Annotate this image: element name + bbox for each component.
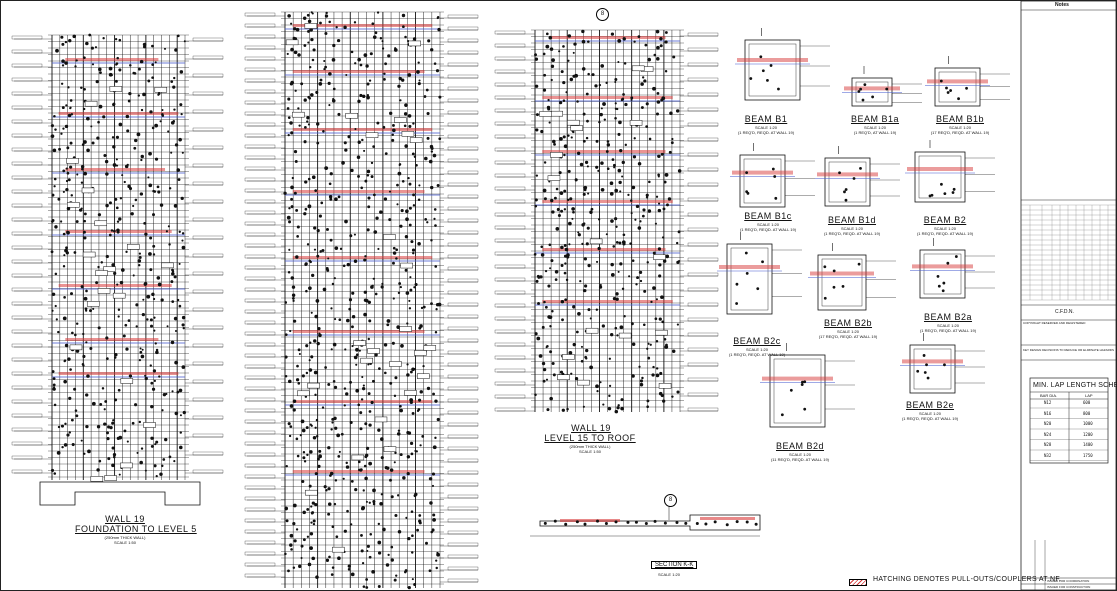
- beam-b2-note: (1 REQ'D, REQD. AT WALL 19): [916, 231, 974, 236]
- section-scale: SCALE 1:20: [657, 572, 680, 577]
- beam-b1a-note: (1 REQ'D, AT WALL 19): [853, 130, 897, 135]
- beam-b1d-scale: SCALE 1:20: [840, 226, 863, 231]
- lap-header-lap: LAP: [1085, 393, 1093, 398]
- wall-19-a-scale: SCALE 1:50: [113, 540, 136, 545]
- wall-19-middle-elevation: [244, 11, 479, 590]
- grid-marker-top: 8: [596, 8, 609, 21]
- title-block-copyright: COPYRIGHT RESERVED AND REGISTERED: [1023, 321, 1086, 325]
- section-title: SECTION K-K: [651, 561, 698, 569]
- wall-19-a-note: (250mm THICK WALL): [104, 535, 146, 540]
- beam-b2e-scale: SCALE 1:20: [918, 411, 941, 416]
- beam-b1a-title: BEAM B1a: [850, 114, 900, 124]
- beam-b2b-title: BEAM B2b: [823, 318, 873, 328]
- beam-b2b-scale: SCALE 1:20: [836, 329, 859, 334]
- lap-row-bar: N24: [1044, 431, 1052, 437]
- beam-b1b-title: BEAM B1b: [935, 114, 985, 124]
- lap-header-bar-dia: BAR DIA.: [1040, 393, 1058, 398]
- beam-b1-scale: SCALE 1:20: [754, 125, 777, 130]
- lap-schedule-title: MIN. LAP LENGTH SCHEDULE: [1033, 382, 1117, 389]
- wall-19-upper-elevation: [494, 29, 719, 414]
- beam-b1d-title: BEAM B1d: [827, 215, 877, 225]
- wall-19-foundation-elevation: [11, 33, 224, 506]
- lap-row-bar: N16: [1044, 410, 1052, 416]
- beam-b1b-scale: SCALE 1:20: [948, 125, 971, 130]
- title-block-cfdn: C.F.D.N.: [1055, 309, 1074, 315]
- beam-b1c-note: (1 REQ'D, REQD. AT WALL 19): [739, 227, 797, 232]
- wall-19-b-title: WALL 19: [571, 423, 611, 433]
- lap-row-length: 1750: [1083, 452, 1093, 458]
- wall-19-b-scale: SCALE 1:50: [578, 449, 601, 454]
- beam-b1-note: (1 REQ'D, REQD. AT WALL 19): [737, 130, 795, 135]
- lap-row-bar: N20: [1044, 421, 1052, 426]
- beam-b2a-scale: SCALE 1:20: [936, 323, 959, 328]
- beam-b2-scale: SCALE 1:20: [933, 226, 956, 231]
- beam-b1a-scale: SCALE 1:20: [863, 125, 886, 130]
- beam-sections: [717, 28, 1010, 428]
- hatching-legend-swatch: [849, 579, 867, 586]
- beam-b2d-title: BEAM B2d: [775, 441, 825, 451]
- lap-row-length: 1000: [1083, 421, 1093, 426]
- wall-19-a-subtitle: FOUNDATION TO LEVEL 5: [75, 524, 197, 534]
- beam-b2a-note: (1 REQ'D, REQD. AT WALL 19): [919, 328, 977, 333]
- section-marker: 8: [664, 494, 677, 507]
- beam-b2c-scale: SCALE 1:20: [745, 347, 768, 352]
- wall-19-b-note: (250mm THICK WALL): [569, 444, 611, 449]
- lap-row-length: 1400: [1083, 442, 1093, 447]
- lap-row-bar: N32: [1044, 452, 1052, 458]
- beam-b2e-note: (1 REQ'D, REQD. AT WALL 19): [901, 416, 959, 421]
- title-block-key-note: KEY DESIGN DECISIONS TO REDUCE OR ELIMIN…: [1023, 348, 1114, 352]
- beam-b1c-title: BEAM B1c: [744, 211, 792, 221]
- beam-b1-title: BEAM B1: [744, 114, 788, 124]
- beam-b2d-scale: SCALE 1:20: [788, 452, 811, 457]
- title-block-issue-1: ISSUED FOR COORDINATION: [1047, 579, 1090, 583]
- wall-19-a-title: WALL 19: [105, 514, 145, 524]
- notes-heading: Notes: [1055, 2, 1069, 8]
- hatching-note: HATCHING DENOTES PULL-OUTS/COUPLERS AT N…: [873, 576, 1062, 583]
- beam-b2c-title: BEAM B2c: [733, 336, 781, 346]
- wall-19-b-subtitle: LEVEL 15 TO ROOF: [544, 433, 636, 443]
- beam-b2c-note: (1 REQ'D, REQD. AT WALL 19): [728, 352, 786, 357]
- lap-row-bar: N28: [1044, 442, 1052, 447]
- section-k-k-detail: [530, 506, 761, 537]
- beam-b1d-note: (1 REQ'D, REQD. AT WALL 19): [823, 231, 881, 236]
- beam-b2a-title: BEAM B2a: [923, 312, 973, 322]
- beam-b2e-title: BEAM B2e: [905, 400, 955, 410]
- beam-b2d-note: (11 REQ'D, REQD. AT WALL 19): [770, 457, 830, 462]
- beam-b2b-note: (17 REQ'D, REQD. AT WALL 19): [818, 334, 878, 339]
- beam-b1b-note: (17 REQ'D, REQD. AT WALL 19): [930, 130, 990, 135]
- title-block-issue-2: ISSUED FOR CONSTRUCTION: [1047, 585, 1091, 589]
- beam-b1c-scale: SCALE 1:20: [756, 222, 779, 227]
- lap-row-length: 1200: [1083, 431, 1093, 437]
- title-block: [1020, 0, 1117, 591]
- lap-row-length: 800: [1083, 410, 1091, 416]
- lap-row-length: 600: [1083, 400, 1091, 405]
- beam-b2-title: BEAM B2: [923, 215, 967, 225]
- lap-row-bar: N12: [1044, 400, 1052, 405]
